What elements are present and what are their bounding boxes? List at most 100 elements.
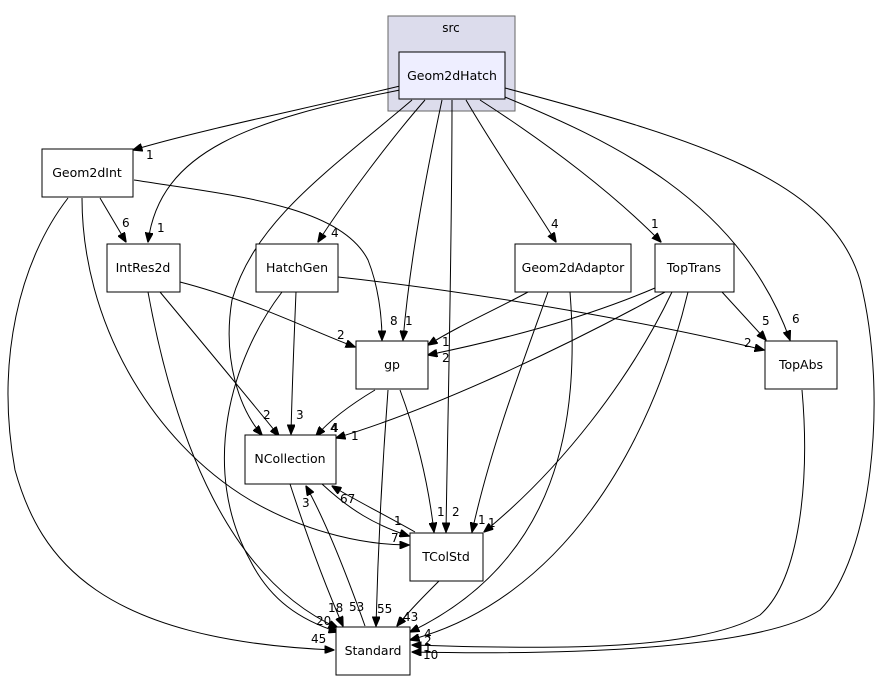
edge-geom2dhatch-geom2dint xyxy=(133,85,401,150)
edge-label: 45 xyxy=(311,632,326,646)
edge-intres2d-ncollection xyxy=(159,291,279,436)
edge-label: 1 xyxy=(405,314,413,328)
edge-geom2dint-tcolstd xyxy=(81,197,409,545)
node-geom2dadaptor-label: Geom2dAdaptor xyxy=(522,260,625,275)
edge-label: 1 xyxy=(478,513,486,527)
edge-label: 2 xyxy=(263,408,271,422)
node-geom2dhatch-label: Geom2dHatch xyxy=(407,68,497,83)
node-intres2d[interactable]: IntRes2d xyxy=(106,243,181,293)
node-geom2dadaptor[interactable]: Geom2dAdaptor xyxy=(514,243,632,293)
node-topabs[interactable]: TopAbs xyxy=(764,340,838,390)
edge-label: 1 xyxy=(424,641,432,655)
edge-label: 1 xyxy=(157,221,165,235)
edge-gp-ncollection xyxy=(316,389,376,436)
edge-toptrans-topabs xyxy=(721,291,766,340)
node-toptrans[interactable]: TopTrans xyxy=(654,243,735,293)
edge-geom2dadaptor-standard xyxy=(410,291,573,632)
edge-label: 3 xyxy=(296,408,304,422)
edge-label: 1 xyxy=(394,514,402,528)
edge-geom2dhatch-standard xyxy=(412,87,875,653)
edge-hatchgen-standard xyxy=(224,291,338,632)
edge-label: 1 xyxy=(146,148,154,162)
edge-gp-tcolstd xyxy=(399,389,434,532)
edge-hatchgen-topabs xyxy=(337,276,764,350)
edge-label: 7 xyxy=(391,531,399,545)
edge-label: 1 xyxy=(488,516,496,530)
edge-label: 4 xyxy=(331,421,339,435)
edge-label: 1 xyxy=(442,335,450,349)
edge-geom2dhatch-tcolstd xyxy=(446,99,453,532)
node-gp-box xyxy=(355,340,429,390)
edge-label: 10 xyxy=(423,648,438,662)
edge-label: 18 xyxy=(328,601,343,615)
edge-label: 2 xyxy=(452,505,460,519)
cluster-src-label: src xyxy=(442,21,460,35)
edge-label: 4 xyxy=(331,226,339,240)
node-tcolstd[interactable]: TColStd xyxy=(409,532,484,582)
edge-labels: 1 1 4 4 1 2 4 1 6 10 6 8 7 45 2 2 20 3 2… xyxy=(122,148,800,662)
edge-label: 4 xyxy=(551,217,559,231)
node-gp-label: gp xyxy=(384,357,400,372)
node-geom2dadaptor-box xyxy=(514,243,632,293)
edge-ncollection-standard xyxy=(289,483,343,626)
edge-label: 20 xyxy=(316,614,331,628)
node-toptrans-box xyxy=(654,243,735,293)
edge-geom2dhatch-hatchgen xyxy=(318,99,426,242)
edge-toptrans-ncollection xyxy=(336,291,666,438)
edge-geom2dint-intres2d xyxy=(99,197,126,242)
edge-gp-standard xyxy=(376,389,389,626)
edge-label: 2 xyxy=(744,336,752,350)
edge-geom2dhatch-intres2d xyxy=(148,89,401,242)
edge-toptrans-gp xyxy=(428,287,656,355)
edge-standard-ncollection xyxy=(306,486,366,627)
node-standard-label: Standard xyxy=(345,643,402,658)
nodes: Geom2dHatch Geom2dInt IntRes2d HatchGen … xyxy=(41,51,838,676)
edge-hatchgen-ncollection xyxy=(291,291,297,434)
node-standard-box xyxy=(335,626,411,676)
edge-label: 1 xyxy=(437,505,445,519)
node-ncollection[interactable]: NCollection xyxy=(244,434,337,485)
node-geom2dint[interactable]: Geom2dInt xyxy=(41,148,134,198)
node-geom2dhatch[interactable]: Geom2dHatch xyxy=(398,51,506,100)
edge-label: 5 xyxy=(762,314,770,328)
edge-ncollection-tcolstd xyxy=(321,483,409,536)
edge-label: 2 xyxy=(424,634,432,648)
node-geom2dint-label: Geom2dInt xyxy=(52,165,122,180)
edge-tcolstd-standard xyxy=(397,579,441,626)
node-toptrans-label: TopTrans xyxy=(666,260,721,275)
edge-label: 3 xyxy=(302,496,310,510)
edge-tcolstd-ncollection xyxy=(332,486,416,533)
node-standard[interactable]: Standard xyxy=(335,626,411,676)
edge-label: 1 xyxy=(351,429,359,443)
node-hatchgen-box xyxy=(255,243,339,293)
node-ncollection-label: NCollection xyxy=(254,451,325,466)
edge-geom2dhatch-topabs xyxy=(499,94,790,340)
edge-label: 4 xyxy=(424,627,432,641)
edge-label: 6 xyxy=(122,216,130,230)
node-gp[interactable]: gp xyxy=(355,340,429,390)
node-tcolstd-label: TColStd xyxy=(421,549,470,564)
edge-geom2dhatch-gp xyxy=(403,99,443,340)
node-ncollection-box xyxy=(244,434,337,485)
edge-toptrans-tcolstd xyxy=(484,291,673,532)
edge-topabs-standard xyxy=(412,389,806,647)
node-hatchgen[interactable]: HatchGen xyxy=(255,243,339,293)
node-topabs-label: TopAbs xyxy=(778,357,823,372)
node-intres2d-label: IntRes2d xyxy=(116,260,171,275)
edge-intres2d-gp xyxy=(179,281,355,347)
node-hatchgen-label: HatchGen xyxy=(266,260,328,275)
edge-label: 67 xyxy=(340,492,355,506)
node-tcolstd-box xyxy=(409,532,484,582)
edge-intres2d-standard xyxy=(147,291,338,628)
edge-geom2dhatch-toptrans xyxy=(479,99,661,242)
edge-geom2dint-standard xyxy=(7,197,334,650)
edge-geom2dint-gp xyxy=(133,179,382,340)
edge-label: 2 xyxy=(337,328,345,342)
edge-label: 6 xyxy=(792,312,800,326)
edge-label: 1 xyxy=(651,217,659,231)
edge-label: 43 xyxy=(403,610,418,624)
node-geom2dint-box xyxy=(41,148,134,198)
edges xyxy=(7,85,875,653)
edge-toptrans-standard xyxy=(410,291,689,640)
